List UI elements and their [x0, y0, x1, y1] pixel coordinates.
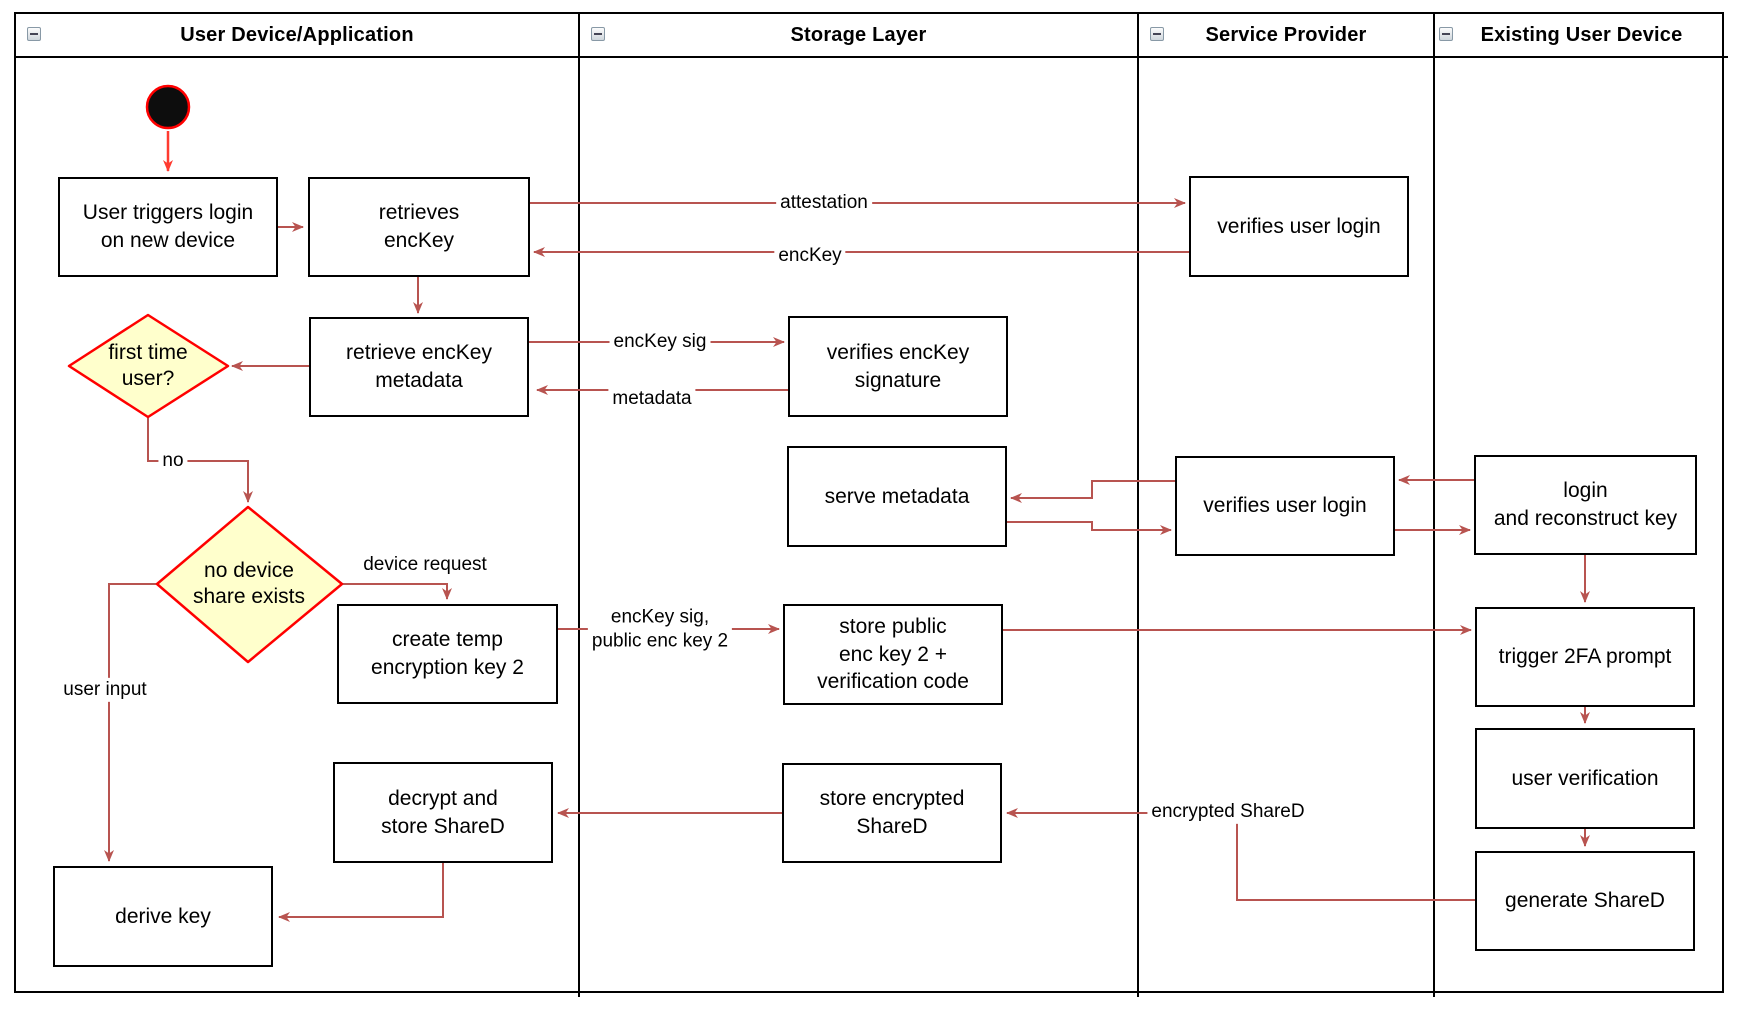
node-label: user verification — [1511, 766, 1659, 790]
node-label: generate ShareD — [1505, 889, 1665, 913]
action-derive-key[interactable]: derive key — [53, 866, 273, 967]
minus-glyph — [1153, 33, 1161, 35]
node-label: create temp encryption key 2 — [371, 628, 524, 679]
edge-label-metadata[interactable]: metadata — [608, 386, 696, 412]
decision-label-first-time-user: first time user? — [108, 340, 188, 390]
edge-label-enckey[interactable]: encKey — [774, 243, 846, 269]
lane-header-service-provider: Service Provider — [1139, 12, 1433, 58]
connector-decrypt-to-derive[interactable] — [278, 863, 444, 922]
action-decrypt-and-store-shared[interactable]: decrypt and store ShareD — [333, 762, 553, 863]
minus-glyph — [30, 33, 38, 35]
collapse-icon[interactable] — [1439, 27, 1453, 41]
action-store-public-enc-key-2[interactable]: store public enc key 2 + verification co… — [783, 604, 1003, 705]
lane-divider-3 — [1433, 12, 1435, 997]
lane-title: User Device/Application — [180, 23, 414, 46]
collapse-icon[interactable] — [27, 27, 41, 41]
decision-label-no-device-share: no device share exists — [192, 558, 306, 608]
node-label: serve metadata — [824, 484, 970, 508]
node-label: store public enc key 2 + verification co… — [817, 614, 969, 694]
action-verifies-enckey-signature[interactable]: verifies encKey signature — [788, 316, 1008, 417]
action-user-triggers-login[interactable]: User triggers login on new device — [58, 177, 278, 277]
node-label: verifies encKey signature — [826, 340, 970, 392]
node-label: verifies user login — [1217, 214, 1381, 238]
edge-label-attestation[interactable]: attestation — [776, 190, 872, 216]
collapse-icon[interactable] — [1150, 27, 1164, 41]
action-store-encrypted-shared[interactable]: store encrypted ShareD — [782, 763, 1002, 863]
edge-label-user-input[interactable]: user input — [59, 677, 151, 703]
lane-title: Service Provider — [1205, 23, 1367, 46]
edge-label-device-request[interactable]: device request — [359, 552, 491, 578]
minus-glyph — [594, 33, 602, 35]
connector-user-input[interactable] — [104, 583, 157, 862]
node-label: trigger 2FA prompt — [1498, 645, 1672, 669]
node-label: store encrypted ShareD — [819, 787, 965, 838]
lane-header-storage-layer: Storage Layer — [580, 12, 1137, 58]
action-generate-shared[interactable]: generate ShareD — [1475, 851, 1695, 951]
initial-node[interactable] — [145, 84, 191, 130]
lane-divider-2 — [1137, 12, 1139, 997]
action-login-and-reconstruct-key[interactable]: login and reconstruct key — [1474, 455, 1697, 555]
action-verifies-user-login-mid[interactable]: verifies user login — [1175, 456, 1395, 556]
action-create-temp-encryption-key-2[interactable]: create temp encryption key 2 — [337, 604, 558, 704]
lane-divider-1 — [578, 12, 580, 997]
edge-label-enckey-sig[interactable]: encKey sig — [609, 329, 711, 355]
collapse-icon[interactable] — [591, 27, 605, 41]
edge-label-no[interactable]: no — [158, 448, 188, 474]
node-label: derive key — [115, 904, 211, 928]
action-retrieve-enckey-metadata[interactable]: retrieve encKey metadata — [309, 317, 529, 417]
node-label: login and reconstruct key — [1493, 479, 1678, 530]
decision-first-time-user[interactable] — [67, 313, 230, 419]
connector-verify-to-serve-metadata[interactable] — [1010, 480, 1175, 503]
action-retrieves-enckey[interactable]: retrieves encKey — [308, 177, 530, 277]
node-label: verifies user login — [1203, 494, 1367, 518]
node-label: User triggers login on new device — [82, 201, 254, 252]
action-serve-metadata[interactable]: serve metadata — [787, 446, 1007, 547]
edge-label-enckey-sig-public-key-2[interactable]: encKey sig, public enc key 2 — [587, 605, 733, 655]
minus-glyph — [1442, 33, 1450, 35]
node-label: decrypt and store ShareD — [381, 786, 505, 838]
decision-no-device-share[interactable] — [155, 505, 344, 664]
connector-encrypted-shared[interactable] — [1006, 808, 1475, 901]
node-label: retrieves encKey — [378, 201, 460, 252]
connector-device-request[interactable] — [342, 583, 452, 600]
action-user-verification[interactable]: user verification — [1475, 728, 1695, 829]
lane-header-existing-user-device: Existing User Device — [1435, 12, 1728, 58]
action-verifies-user-login-top[interactable]: verifies user login — [1189, 176, 1409, 277]
node-label: retrieve encKey metadata — [346, 341, 492, 392]
connector-serve-metadata-to-verify[interactable] — [1007, 521, 1172, 535]
action-trigger-2fa-prompt[interactable]: trigger 2FA prompt — [1475, 607, 1695, 707]
lane-title: Existing User Device — [1480, 23, 1683, 46]
lane-header-user-device: User Device/Application — [16, 12, 578, 58]
edge-label-encrypted-shared[interactable]: encrypted ShareD — [1147, 799, 1309, 825]
lane-header-row — [14, 12, 1728, 58]
lane-title: Storage Layer — [790, 23, 927, 46]
connector-no-branch[interactable] — [147, 417, 253, 503]
